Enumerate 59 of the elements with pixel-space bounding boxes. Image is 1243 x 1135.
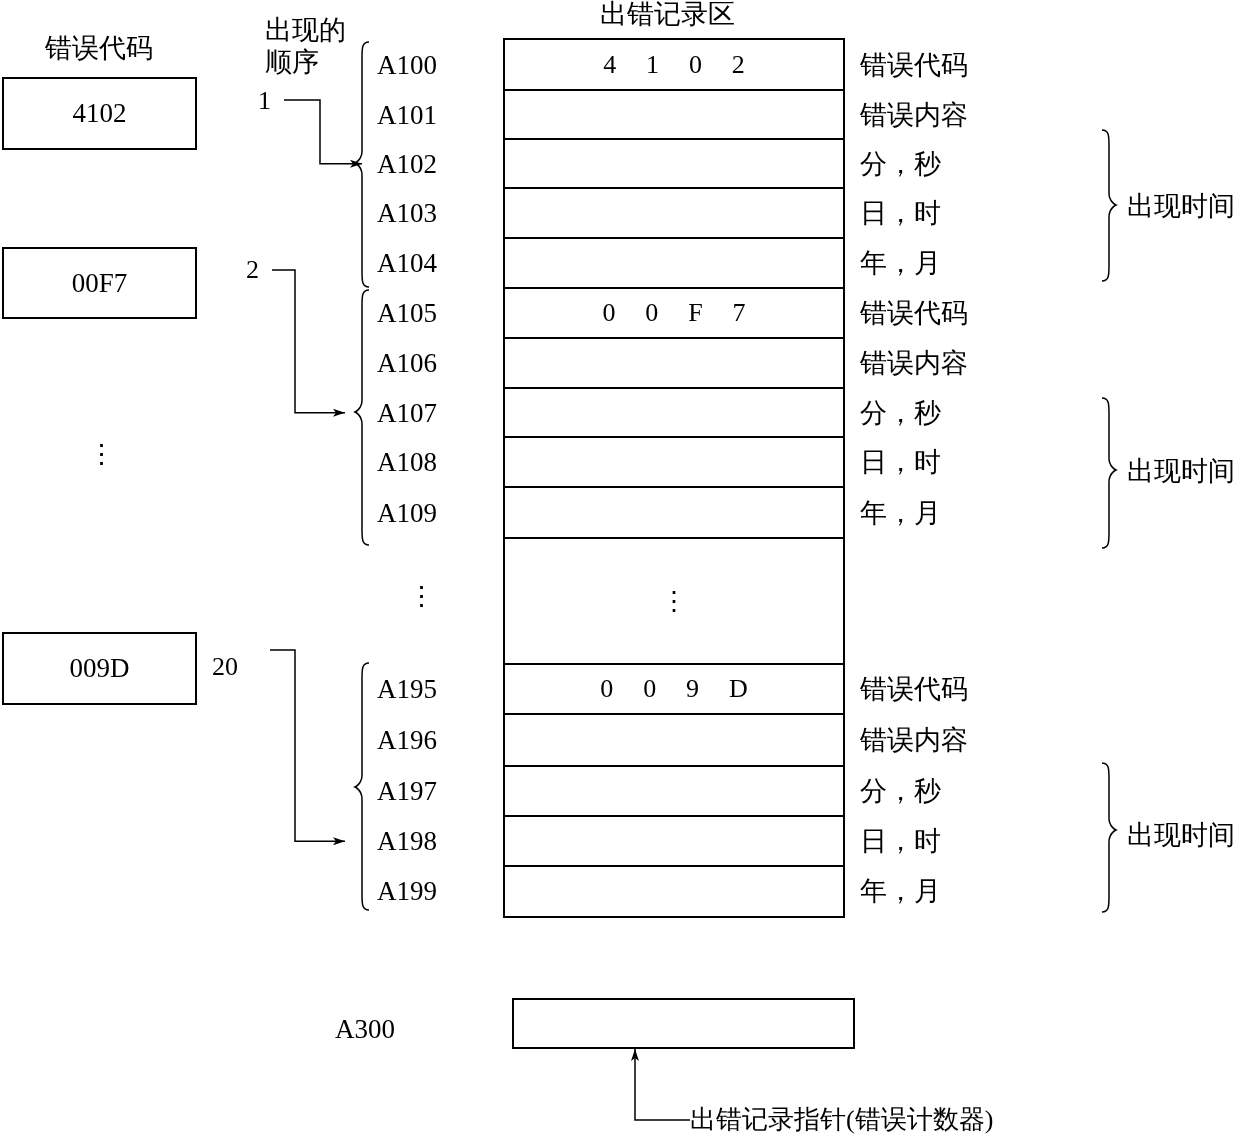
field-label: 错误代码	[860, 48, 968, 82]
error-code: 009D	[69, 653, 130, 684]
address-label: A108	[377, 446, 437, 478]
address-label: A104	[377, 247, 437, 279]
error-code-box	[2, 632, 197, 705]
field-label: 日，时	[860, 197, 941, 231]
address-label: A109	[377, 497, 437, 529]
cell-value: 0 0 9 D	[600, 674, 748, 705]
field-label: 日，时	[860, 825, 941, 859]
memory-cell	[503, 537, 845, 666]
header-label: 错误代码	[45, 32, 153, 65]
field-label: 错误内容	[860, 724, 968, 758]
memory-cell	[512, 998, 855, 1049]
address-label: A101	[377, 99, 437, 131]
field-label: 错误代码	[860, 673, 968, 707]
address-label: A103	[377, 197, 437, 229]
vertical-ellipsis: ⋮	[88, 438, 115, 470]
field-label: 分，秒	[860, 775, 941, 809]
field-label: 年，月	[860, 875, 941, 909]
error-code: 00F7	[71, 267, 128, 299]
arrow	[631, 1048, 691, 1121]
address-label: A105	[377, 297, 437, 329]
header-label: 出现时间	[1127, 190, 1235, 223]
field-label: 分，秒	[860, 396, 941, 430]
error-code-box	[2, 247, 197, 319]
address-label: A195	[377, 673, 437, 705]
address-label: A107	[377, 397, 437, 429]
header-label: A300	[335, 1014, 395, 1045]
address-label: A100	[377, 49, 437, 81]
vertical-ellipsis: ⋮	[661, 585, 687, 617]
header-label: 出现的顺序	[265, 14, 347, 79]
header-label: 出现时间	[1127, 455, 1235, 488]
order-number: 2	[246, 255, 259, 285]
arrow	[283, 99, 363, 168]
error-code: 4102	[72, 98, 127, 129]
order-number: 1	[258, 86, 271, 116]
arrow	[271, 269, 346, 417]
title: 出错记录区	[600, 0, 735, 31]
field-label: 日，时	[860, 446, 941, 480]
order-number: 20	[212, 652, 238, 682]
field-label: 年，月	[860, 496, 941, 530]
address-label: A196	[377, 724, 437, 756]
address-label: A102	[377, 148, 437, 180]
address-label: A106	[377, 347, 437, 379]
address-label: A197	[377, 775, 437, 807]
pointer-label: 出错记录指针(错误计数器)	[690, 1103, 994, 1135]
field-label: 错误代码	[860, 297, 968, 331]
field-label: 错误内容	[860, 347, 968, 381]
vertical-ellipsis: ⋮	[408, 580, 435, 612]
error-code-box	[2, 77, 197, 150]
header-label: 出现时间	[1127, 819, 1235, 852]
address-label: A199	[377, 875, 437, 907]
field-label: 年，月	[860, 247, 941, 281]
cell-value: 0 0 F 7	[602, 298, 746, 329]
cell-value: 4 1 0 2	[603, 49, 745, 80]
address-label: A198	[377, 825, 437, 857]
field-label: 错误内容	[860, 98, 968, 132]
field-label: 分，秒	[860, 147, 941, 181]
arrow	[269, 649, 346, 846]
